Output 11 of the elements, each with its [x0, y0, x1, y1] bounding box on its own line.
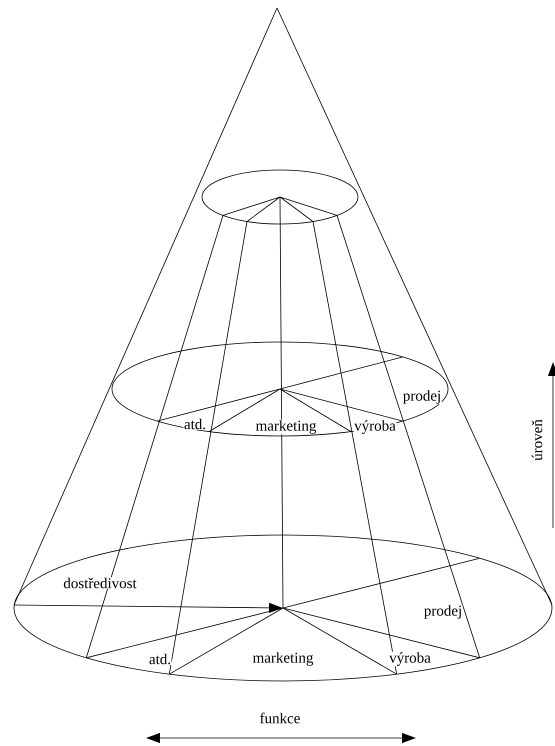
label: výroba [388, 652, 432, 666]
label: funkce [259, 712, 301, 724]
label: výroba [354, 420, 396, 434]
label: atd. [183, 418, 207, 430]
label: prodej [402, 390, 442, 404]
label: atd. [148, 653, 172, 665]
label: úroveň [531, 418, 543, 462]
label: marketing [252, 652, 314, 666]
label: dostředivost [62, 577, 138, 589]
label: marketing [255, 420, 317, 434]
label: prodej [423, 604, 463, 620]
